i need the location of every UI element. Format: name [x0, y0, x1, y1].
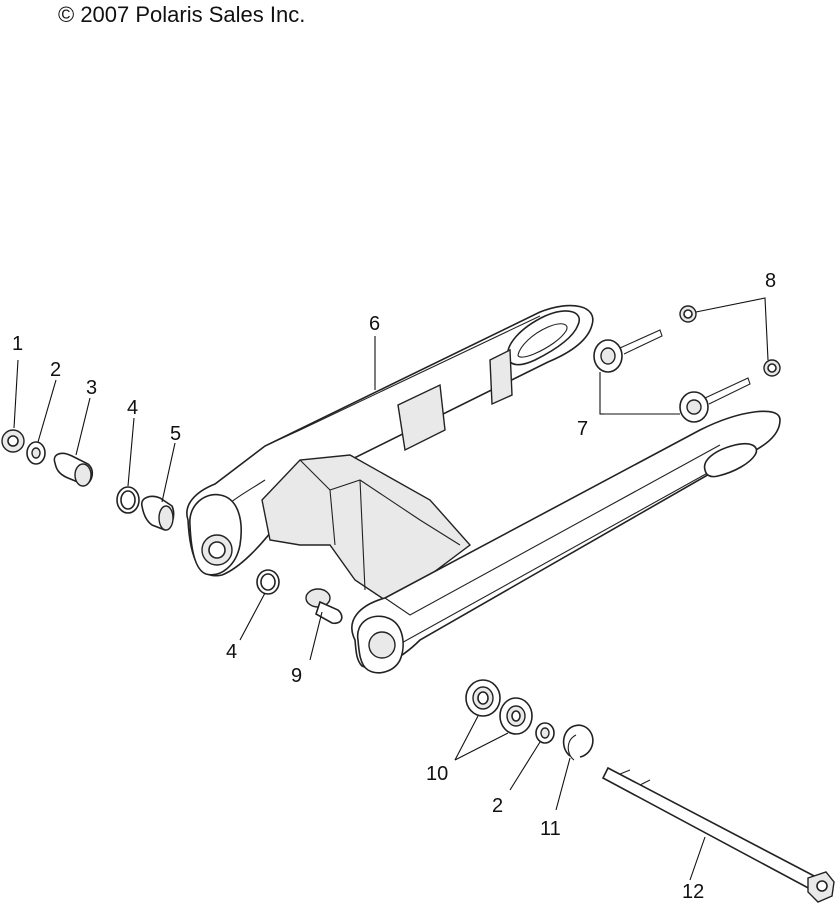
part-7-spacer-lower [679, 377, 751, 423]
callout-4-lower: 4 [226, 641, 237, 663]
part-4-ring-upper [116, 486, 140, 514]
leader-lines [13, 297, 769, 881]
callout-4-upper: 4 [127, 397, 138, 419]
callout-12: 12 [682, 881, 704, 903]
swingarm-frame [186, 304, 781, 674]
part-4-ring-lower [256, 569, 280, 595]
callout-labels: 1 2 3 4 5 6 7 8 4 9 10 2 11 12 [12, 270, 776, 903]
part-1-nut [1, 429, 25, 453]
callout-11: 11 [540, 818, 561, 840]
callout-9: 9 [291, 665, 302, 687]
callout-7: 7 [577, 418, 588, 440]
part-2-washer-upper [26, 441, 46, 465]
part-3-spacer [53, 452, 94, 487]
callout-2-upper: 2 [50, 359, 61, 381]
part-10-bearing-outer [465, 679, 501, 717]
callout-6: 6 [369, 313, 380, 335]
callout-5: 5 [170, 423, 181, 445]
callout-3: 3 [86, 377, 97, 399]
part-10-bearing-inner [499, 697, 533, 735]
part-11-circlip [562, 724, 594, 761]
part-12-bolt [601, 766, 835, 903]
part-8-nut-lower [763, 359, 781, 377]
part-9-bushing [305, 588, 343, 625]
callout-2-lower: 2 [492, 795, 503, 817]
callout-1: 1 [12, 333, 23, 355]
part-2-washer-lower [535, 722, 555, 744]
callout-10: 10 [426, 763, 448, 785]
copyright-notice: © 2007 Polaris Sales Inc. [58, 2, 306, 27]
part-5-bushing [140, 495, 175, 531]
callout-8: 8 [765, 270, 776, 292]
part-7-spacer-upper [593, 329, 663, 373]
part-8-nut-upper [679, 305, 697, 323]
